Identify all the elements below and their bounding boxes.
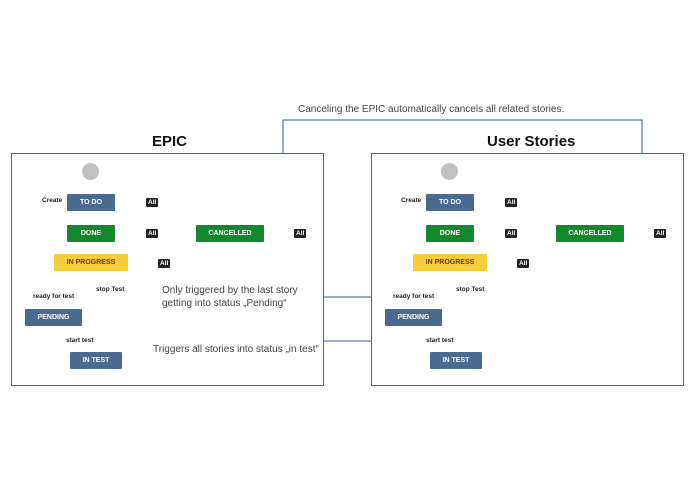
stories-create-label: Create bbox=[401, 197, 422, 204]
stories-state-done[interactable]: DONE bbox=[426, 225, 474, 242]
stories-title: User Stories bbox=[487, 133, 576, 150]
epic-all-todo: All bbox=[146, 198, 159, 207]
epic-state-in-progress[interactable]: IN PROGRESS bbox=[54, 254, 128, 271]
stories-state-cancelled[interactable]: CANCELLED bbox=[556, 225, 624, 242]
epic-start-node bbox=[82, 163, 99, 180]
epic-start-test-label: start test bbox=[66, 337, 94, 344]
stories-state-in-progress[interactable]: IN PROGRESS bbox=[413, 254, 487, 271]
epic-create-label: Create bbox=[42, 197, 63, 204]
stories-all-in-progress: All bbox=[517, 259, 530, 268]
stories-state-pending[interactable]: PENDING bbox=[385, 309, 442, 326]
epic-state-pending[interactable]: PENDING bbox=[25, 309, 82, 326]
stories-state-in-test[interactable]: IN TEST bbox=[430, 352, 482, 369]
epic-all-in-progress: All bbox=[158, 259, 171, 268]
epic-state-in-test[interactable]: IN TEST bbox=[70, 352, 122, 369]
stories-start-node bbox=[441, 163, 458, 180]
epic-all-cancelled: All bbox=[294, 229, 307, 238]
stories-state-todo[interactable]: TO DO bbox=[426, 194, 474, 211]
stories-stop-test-label: stop Test bbox=[456, 286, 485, 293]
epic-stop-test-label: stop Test bbox=[96, 286, 125, 293]
pending-note-line2: getting into status „Pending“ bbox=[162, 298, 287, 309]
in-test-note: Triggers all stories into status „in tes… bbox=[153, 344, 319, 355]
epic-title: EPIC bbox=[152, 133, 188, 150]
epic-state-done[interactable]: DONE bbox=[67, 225, 115, 242]
stories-all-cancelled: All bbox=[654, 229, 667, 238]
cancel-note: Canceling the EPIC automatically cancels… bbox=[298, 104, 565, 115]
epic-state-cancelled[interactable]: CANCELLED bbox=[196, 225, 264, 242]
epic-ready-for-test-label: ready for test bbox=[33, 293, 75, 300]
stories-ready-for-test-label: ready for test bbox=[393, 293, 435, 300]
stories-all-todo: All bbox=[505, 198, 518, 207]
pending-note-line1: Only triggered by the last story bbox=[162, 285, 298, 296]
epic-all-done: All bbox=[146, 229, 159, 238]
stories-start-test-label: start test bbox=[426, 337, 454, 344]
stories-all-done: All bbox=[505, 229, 518, 238]
epic-state-todo[interactable]: TO DO bbox=[67, 194, 115, 211]
